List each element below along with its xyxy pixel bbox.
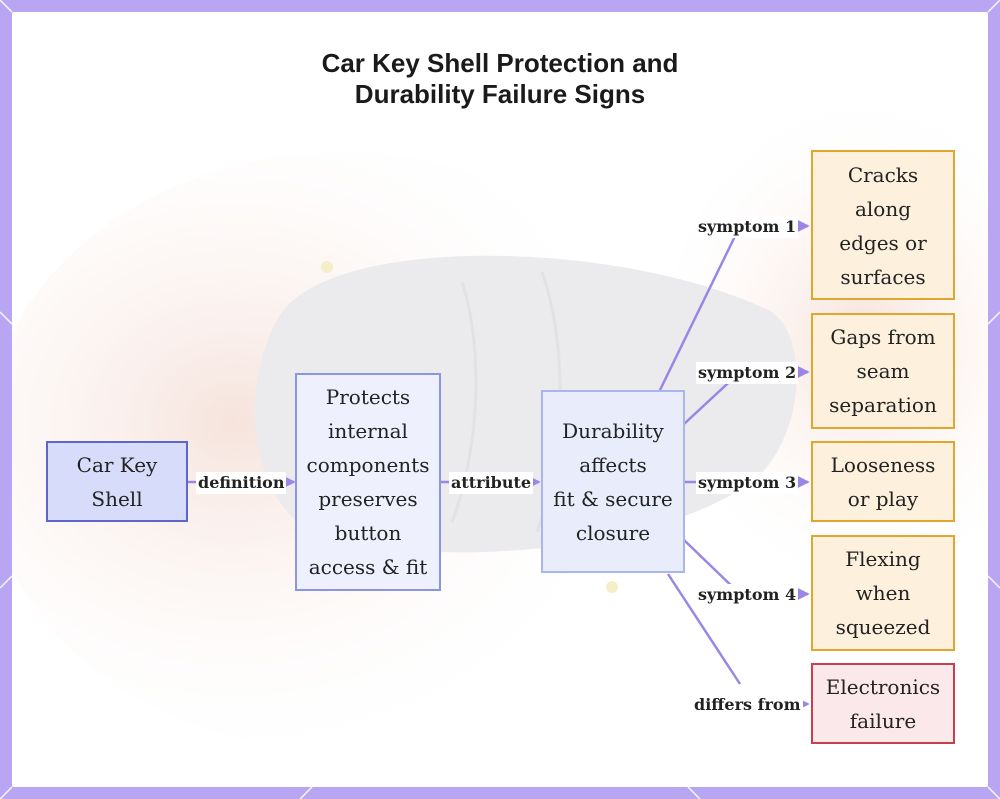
node-line: Flexing bbox=[845, 547, 921, 571]
node-line: squeezed bbox=[835, 615, 931, 639]
node-symptom-3[interactable]: Looseness or play bbox=[811, 441, 955, 522]
node-line: Electronics bbox=[825, 674, 941, 699]
node-line: Car Key bbox=[76, 452, 158, 477]
node-line: Shell bbox=[91, 486, 143, 511]
node-line: Durability bbox=[562, 418, 664, 443]
node-line: internal bbox=[328, 419, 408, 443]
node-line: seam bbox=[856, 359, 910, 383]
edge-label-symptom-1: symptom 1 bbox=[696, 216, 799, 238]
node-line: surfaces bbox=[840, 265, 926, 289]
node-symptom-1[interactable]: Cracks along edges or surfaces bbox=[811, 150, 955, 300]
edge-label-symptom-4: symptom 4 bbox=[696, 584, 799, 606]
edge-label-attribute: attribute bbox=[449, 472, 534, 494]
edge-differs-from bbox=[666, 573, 742, 685]
diagram-title: Car Key Shell Protection and Durability … bbox=[12, 48, 988, 110]
node-line: edges or bbox=[839, 231, 927, 255]
node-attribute[interactable]: Durability affects fit & secure closure bbox=[541, 390, 685, 573]
node-symptom-4[interactable]: Flexing when squeezed bbox=[811, 535, 955, 651]
node-line: preserves bbox=[318, 487, 418, 511]
node-line: Looseness bbox=[830, 452, 936, 477]
node-car-key-shell[interactable]: Car Key Shell bbox=[46, 441, 188, 522]
node-line: or play bbox=[847, 486, 919, 511]
node-symptom-2[interactable]: Gaps from seam separation bbox=[811, 313, 955, 429]
edge-label-definition: definition bbox=[196, 472, 287, 494]
node-line: affects bbox=[579, 452, 647, 477]
node-line: Gaps from bbox=[830, 325, 936, 349]
node-line: Protects bbox=[325, 385, 411, 409]
node-line: when bbox=[855, 581, 911, 605]
node-line: button bbox=[334, 521, 402, 545]
node-line: separation bbox=[829, 393, 937, 417]
node-definition[interactable]: Protects internal components preserves b… bbox=[295, 373, 441, 591]
node-differs-from[interactable]: Electronics failure bbox=[811, 663, 955, 744]
diagram-canvas: Car Key Shell Protection and Durability … bbox=[12, 12, 988, 787]
node-line: components bbox=[306, 453, 430, 477]
node-line: failure bbox=[849, 708, 917, 733]
edge-label-differs-from: differs from bbox=[692, 694, 803, 716]
node-line: fit & secure bbox=[553, 486, 673, 511]
node-line: access & fit bbox=[308, 555, 428, 579]
edge-label-symptom-2: symptom 2 bbox=[696, 362, 799, 384]
node-line: closure bbox=[575, 520, 651, 545]
edge-label-symptom-3: symptom 3 bbox=[696, 472, 799, 494]
node-line: Cracks along bbox=[847, 163, 919, 221]
title-line-2: Durability Failure Signs bbox=[354, 79, 646, 109]
title-line-1: Car Key Shell Protection and bbox=[321, 48, 679, 78]
